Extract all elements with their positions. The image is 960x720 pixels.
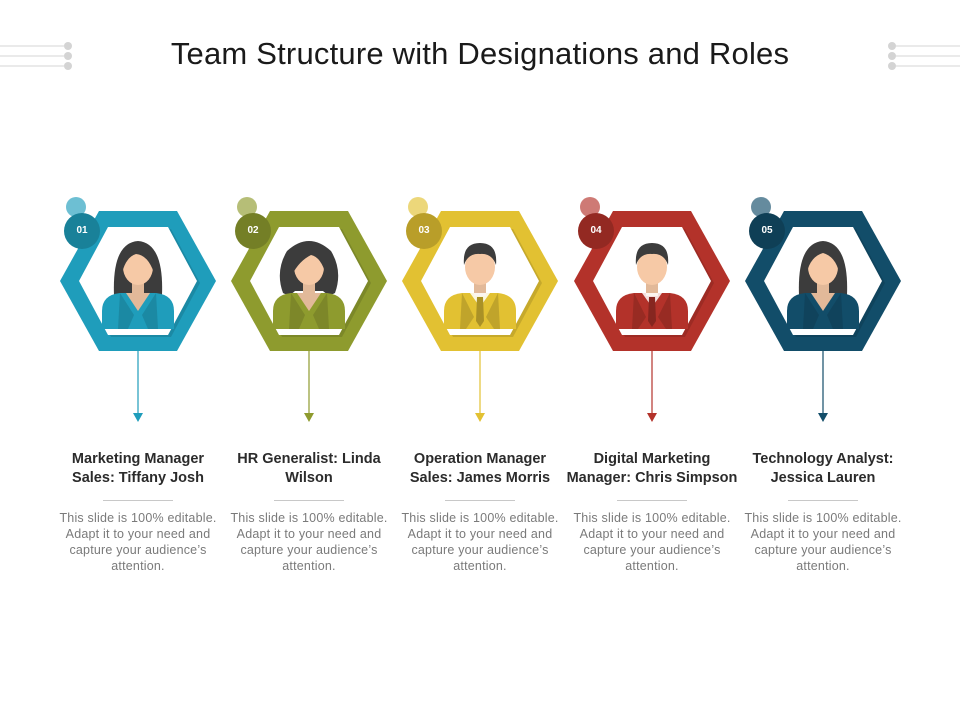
accent-dot <box>66 197 86 217</box>
separator-line <box>445 500 515 501</box>
page-title: Team Structure with Designations and Rol… <box>170 36 790 71</box>
female-short-hair-icon <box>102 241 174 329</box>
number-badge-circle <box>64 213 100 249</box>
member-description: This slide is 100% editable. Adapt it to… <box>59 511 217 573</box>
member-hexagon-graphic <box>574 197 730 422</box>
member-description: This slide is 100% editable. Adapt it to… <box>744 511 902 573</box>
right-decoration-lines <box>888 42 960 70</box>
arrow-down-icon <box>647 413 657 422</box>
arrow-down-icon <box>818 413 828 422</box>
number-badge-circle <box>235 213 271 249</box>
accent-dot <box>237 197 257 217</box>
separator-line <box>103 500 173 501</box>
arrow-down-icon <box>304 413 314 422</box>
accent-dot <box>408 197 428 217</box>
member-description: This slide is 100% editable. Adapt it to… <box>573 511 731 573</box>
arrow-down-icon <box>475 413 485 422</box>
number-badge-circle <box>749 213 785 249</box>
member-number: 03 <box>418 225 430 236</box>
member-role: HR Generalist: Linda Wilson <box>237 451 381 486</box>
number-badge-circle <box>578 213 614 249</box>
member-number: 01 <box>76 225 88 236</box>
left-decoration-lines <box>0 42 72 70</box>
female-curly-hair-icon <box>273 241 345 329</box>
accent-dot <box>580 197 600 217</box>
member-role: Technology Analyst: Jessica Lauren <box>752 451 894 486</box>
member-number: 04 <box>590 225 602 236</box>
member-role: Digital Marketing Manager: Chris Simpson <box>566 451 738 486</box>
number-badge-circle <box>406 213 442 249</box>
member-hexagon-graphic <box>231 197 387 422</box>
member-hexagon-graphic <box>60 197 216 422</box>
member-description: This slide is 100% editable. Adapt it to… <box>401 511 559 573</box>
separator-line <box>788 500 858 501</box>
arrow-down-icon <box>133 413 143 422</box>
member-role: Operation Manager Sales: James Morris <box>409 451 551 486</box>
member-hexagon-graphic <box>402 197 558 422</box>
separator-line <box>274 500 344 501</box>
member-role: Marketing Manager Sales: Tiffany Josh <box>71 451 205 486</box>
member-description: This slide is 100% editable. Adapt it to… <box>230 511 388 573</box>
female-bob-hair-icon <box>787 241 859 329</box>
male-avatar-icon <box>444 243 516 329</box>
separator-line <box>617 500 687 501</box>
member-hexagon-graphic <box>745 197 901 422</box>
male-avatar-icon <box>616 243 688 329</box>
member-number: 05 <box>761 225 773 236</box>
accent-dot <box>751 197 771 217</box>
member-number: 02 <box>247 225 259 236</box>
